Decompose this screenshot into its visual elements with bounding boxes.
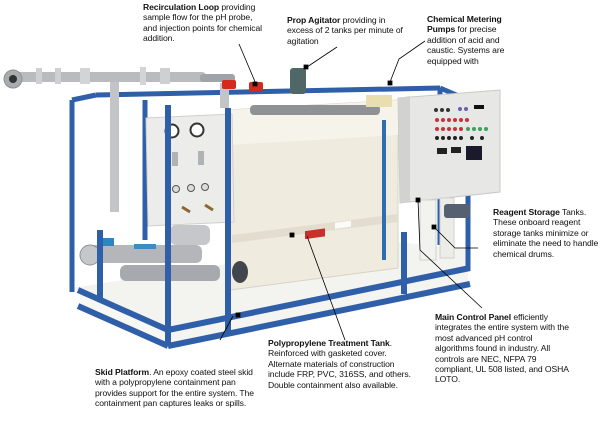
treatment-tank [227,99,399,291]
callout-reagent-storage: Reagent Storage Tanks. These onboard rea… [493,207,600,259]
reagent-storage-tanks [419,197,470,261]
callout-title: Skid Platform [95,367,150,377]
leader-lines [219,40,483,341]
callout-title: Polypropylene Treatment Tank [268,338,390,348]
callout-title: Main Control Panel [435,312,512,322]
callout-recirculation-loop: Recirculation Loop providing sample flow… [143,2,268,44]
recirculation-pipe [3,67,392,212]
callout-title: Prop Agitator [287,15,341,25]
callout-title: Recirculation Loop [143,2,220,12]
callout-prop-agitator: Prop Agitator providing in excess of 2 t… [287,15,409,46]
callout-text: . An epoxy coated steel skid with a poly… [95,367,254,409]
control-panel-cabinet [397,89,501,204]
instrument-panel [145,113,235,227]
callout-skid-platform: Skid Platform. An epoxy coated steel ski… [95,367,265,409]
skid-frame-front [76,105,471,349]
callout-title: Chemical Metering Pumps [427,14,502,35]
callout-text: efficiently integrates the entire system… [435,312,569,385]
callout-text: Tanks. These onboard reagent storage tan… [493,207,599,259]
callout-title: Reagent Storage [493,207,560,217]
callout-chemical-metering-pumps: Chemical Metering Pumps for precise addi… [427,14,513,66]
callout-text: providing in excess of 2 tanks per minut… [287,15,403,46]
callout-main-control-panel: Main Control Panel efficiently integrate… [435,312,570,385]
callout-text: for precise addition of acid and caustic… [427,24,505,66]
callout-polypropylene-treatment-tank: Polypropylene Treatment Tank. Reinforced… [268,338,416,390]
callout-text: providing sample flow for the pH probe, … [143,2,262,44]
callout-text: . Reinforced with gasketed cover. Altern… [268,338,411,390]
